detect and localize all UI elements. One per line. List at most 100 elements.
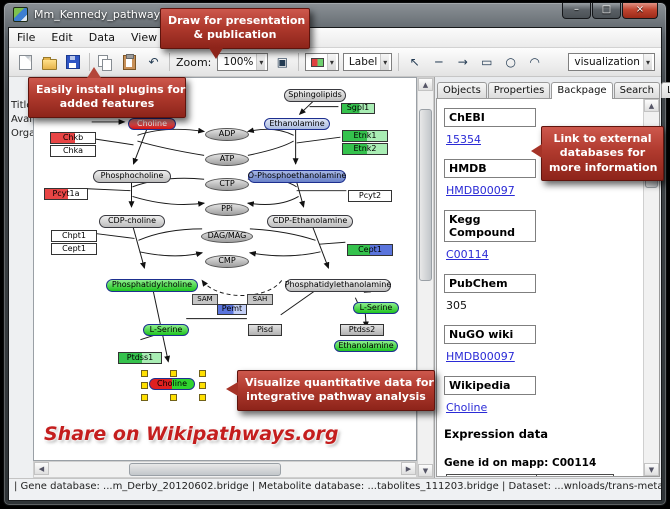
- pathway-edge[interactable]: [247, 140, 294, 156]
- menu-edit[interactable]: Edit: [51, 31, 73, 44]
- menu-view[interactable]: View: [131, 31, 158, 44]
- backpage-link[interactable]: C00114: [446, 248, 489, 261]
- selection-handle[interactable]: [170, 394, 177, 401]
- pathway-node-l-serine-right[interactable]: L-Serine: [353, 302, 399, 314]
- pathway-node-phosphocholine[interactable]: Phosphocholine: [93, 169, 171, 183]
- pathway-node-ppi[interactable]: PPi: [205, 202, 249, 216]
- pathway-edge[interactable]: [132, 195, 206, 207]
- titlebar[interactable]: Mm_Kennedy_pathway_WP1771_45176.gpml –□×: [4, 3, 666, 26]
- pathway-node-ethanolamine-bottom[interactable]: Ethanolamine: [334, 340, 398, 352]
- undo-button[interactable]: ↶: [148, 55, 159, 69]
- selection-handle[interactable]: [199, 382, 206, 389]
- select-tool[interactable]: ↖: [409, 55, 420, 69]
- rectangle-tool[interactable]: ▭: [481, 55, 493, 69]
- open-button[interactable]: [38, 51, 60, 73]
- pathway-node-pcyt1a[interactable]: Pcyt1a: [44, 188, 88, 200]
- datanode-shape-select[interactable]: ▾: [304, 53, 339, 71]
- selection-handle[interactable]: [141, 394, 148, 401]
- pathway-node-chka[interactable]: Chka: [50, 145, 96, 157]
- pathway-edge[interactable]: [246, 196, 299, 207]
- pathway-edge[interactable]: [296, 136, 341, 144]
- pathway-node-sgpl1[interactable]: Sgpl1: [341, 102, 375, 114]
- scroll-right-arrow-icon[interactable]: ▶: [401, 462, 416, 475]
- arc-tool[interactable]: ◠: [529, 55, 540, 69]
- pathway-node-atp[interactable]: ATP: [205, 152, 249, 166]
- pathway-node-ethanolamine-top[interactable]: Ethanolamine: [264, 118, 330, 130]
- scroll-up-arrow-icon[interactable]: ▲: [418, 78, 433, 91]
- pathway-edge[interactable]: [87, 188, 131, 192]
- pathway-node-phosphatidylcholine[interactable]: Phosphatidylcholine: [106, 278, 198, 292]
- minimize-button[interactable]: –: [562, 3, 591, 19]
- pathway-node-chpt1[interactable]: Chpt1: [51, 230, 97, 242]
- scroll-down-arrow-icon[interactable]: ▼: [418, 464, 433, 477]
- tab-backpage[interactable]: Backpage: [551, 82, 613, 99]
- pathway-edge[interactable]: [298, 100, 314, 115]
- pathway-node-adp[interactable]: ADP: [205, 127, 249, 141]
- scroll-left-arrow-icon[interactable]: ◀: [34, 462, 49, 475]
- pathway-node-cmp[interactable]: CMP: [205, 254, 249, 268]
- tab-objects[interactable]: Objects: [437, 82, 487, 98]
- paste-button[interactable]: [118, 51, 140, 73]
- pathway-node-pcyt2[interactable]: Pcyt2: [348, 190, 392, 202]
- selection-handle[interactable]: [141, 382, 148, 389]
- pathway-edge[interactable]: [131, 221, 146, 269]
- backpage-link[interactable]: 15354: [446, 133, 481, 146]
- pathway-edge[interactable]: [137, 140, 205, 156]
- pathway-node-dag-mag[interactable]: DAG/MAG: [201, 229, 253, 243]
- pathway-edge[interactable]: [201, 279, 283, 296]
- maximize-button[interactable]: □: [592, 3, 621, 19]
- pathway-edge[interactable]: [138, 228, 203, 241]
- pathway-node-sah[interactable]: SAH: [247, 293, 273, 305]
- pathway-node-etnk2[interactable]: Etnk2: [342, 143, 388, 155]
- pathway-node-etnk1[interactable]: Etnk1: [342, 130, 388, 142]
- horizontal-scroll-track[interactable]: [49, 462, 401, 477]
- vertical-scroll-track[interactable]: [418, 91, 433, 464]
- pathway-node-cdp-ethanolamine[interactable]: CDP-Ethanolamine: [267, 214, 353, 228]
- zoom-to-fit-button[interactable]: ▣: [276, 55, 289, 69]
- backpage-link[interactable]: HMDB00097: [446, 184, 515, 197]
- visualization-select[interactable]: visualization▾: [568, 53, 655, 71]
- pathway-edge[interactable]: [310, 221, 330, 269]
- pathway-node-ctp[interactable]: CTP: [205, 177, 249, 191]
- tab-properties[interactable]: Properties: [487, 82, 551, 98]
- copy-button[interactable]: [94, 51, 116, 73]
- ellipse-tool[interactable]: ○: [505, 55, 516, 69]
- line-tool[interactable]: ─: [435, 55, 443, 69]
- pathway-edge[interactable]: [95, 138, 134, 146]
- close-button[interactable]: ×: [622, 3, 658, 19]
- backpage-link[interactable]: Choline: [446, 401, 488, 414]
- new-file-button[interactable]: [14, 51, 36, 73]
- pathway-node-cept1-right[interactable]: Cept1: [347, 244, 393, 256]
- panel-scroll-up-icon[interactable]: ▲: [644, 99, 659, 112]
- menu-data[interactable]: Data: [88, 31, 115, 44]
- pathway-node-sam[interactable]: SAM: [192, 293, 218, 305]
- pathway-node-cdp-choline[interactable]: CDP-choline: [99, 214, 165, 228]
- save-button[interactable]: [62, 51, 84, 73]
- backpage-link[interactable]: HMDB00097: [446, 350, 515, 363]
- pathway-node-ptdss1[interactable]: Ptdss1: [118, 352, 162, 364]
- arrow-tool[interactable]: →: [457, 55, 468, 69]
- pathway-node-l-serine-left[interactable]: L-Serine: [143, 324, 189, 336]
- pathway-node-pisd[interactable]: Pisd: [248, 324, 282, 336]
- selection-handle[interactable]: [199, 370, 206, 377]
- tab-search[interactable]: Search: [613, 82, 660, 98]
- pathway-edge[interactable]: [248, 251, 321, 257]
- selection-handle[interactable]: [199, 394, 206, 401]
- pathway-edge[interactable]: [132, 127, 148, 165]
- pathway-node-choline-selected[interactable]: Choline: [141, 370, 206, 401]
- pathway-edge[interactable]: [295, 178, 305, 208]
- menu-file[interactable]: File: [17, 31, 36, 44]
- pathway-edge[interactable]: [249, 228, 316, 241]
- pathway-node-cept1-left[interactable]: Cept1: [51, 243, 97, 255]
- pathway-node-ptdss2[interactable]: Ptdss2: [340, 324, 384, 336]
- tab-legend[interactable]: Legend: [660, 82, 670, 98]
- zoom-select[interactable]: 100%▾: [217, 53, 269, 71]
- vertical-scroll-thumb[interactable]: [419, 109, 432, 281]
- pathway-node-choline-top[interactable]: Choline: [128, 118, 176, 130]
- pathway-node-o-phosphoethanolamine[interactable]: O-Phosphoethanolamine: [248, 169, 346, 183]
- selection-handle[interactable]: [141, 370, 148, 377]
- pathway-node-sphingolipids[interactable]: Sphingolipids: [284, 88, 346, 102]
- horizontal-scroll-thumb[interactable]: [129, 463, 281, 476]
- panel-scroll-down-icon[interactable]: ▼: [644, 463, 659, 476]
